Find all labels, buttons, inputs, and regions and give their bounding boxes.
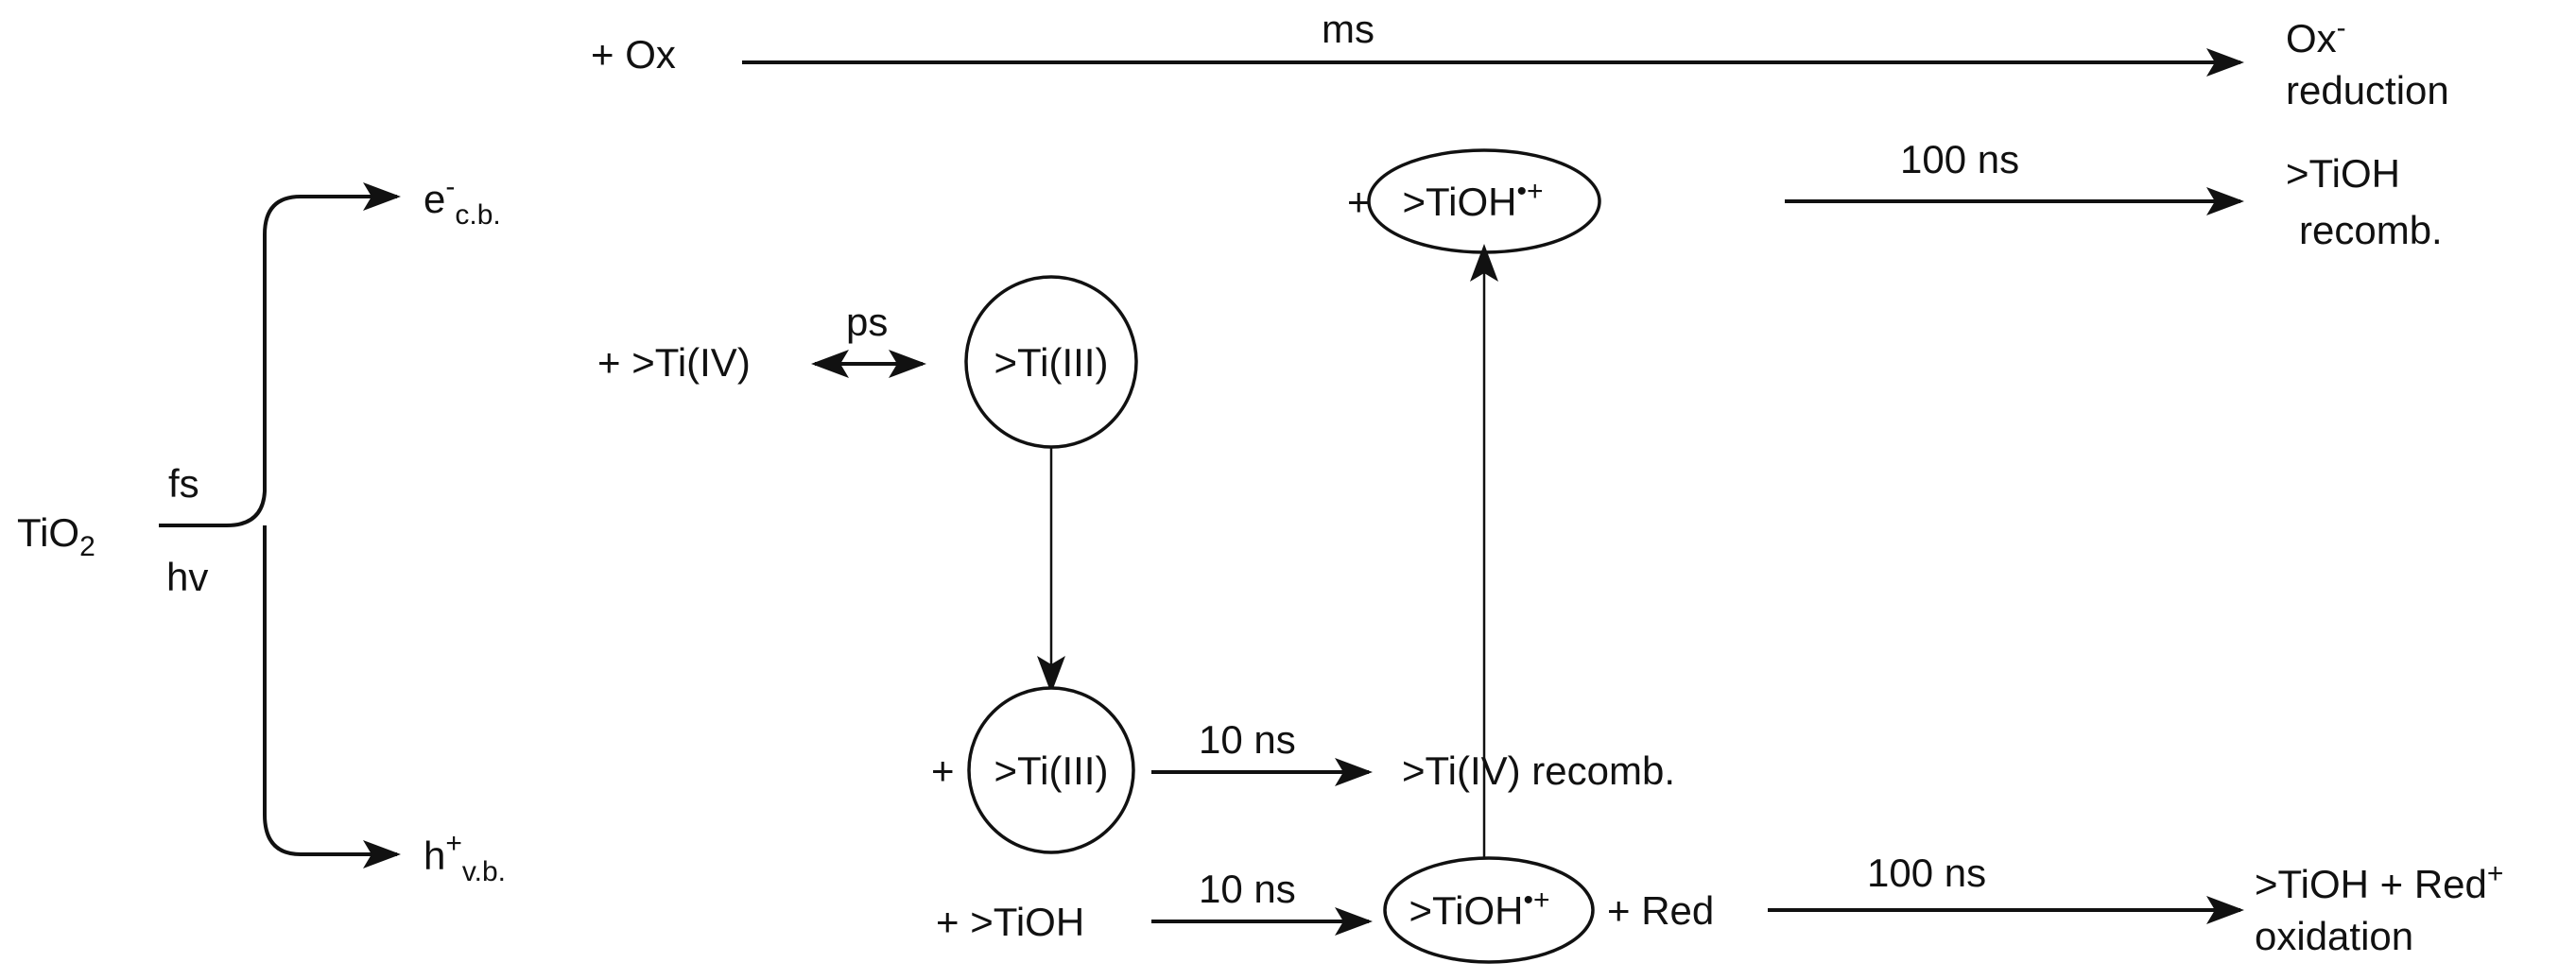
plus-1-label: + — [931, 748, 955, 793]
hv-label: hv — [166, 555, 208, 599]
ps-label: ps — [846, 300, 888, 344]
ns100-top-label: 100 ns — [1900, 137, 2019, 181]
tio2-label: TiO2 — [17, 510, 95, 562]
oxidation-label: oxidation — [2255, 914, 2413, 958]
hole-vb-label: h+v.b. — [424, 828, 506, 887]
ox-minus-label: Ox- — [2286, 12, 2346, 60]
tioh-rad-bottom-ellipse — [1383, 856, 1595, 964]
ns10-bottom-label: 10 ns — [1199, 867, 1296, 911]
recomb-right-label: recomb. — [2299, 208, 2443, 252]
electron-cb-label: e-c.b. — [424, 171, 501, 231]
tioh-right-label: >TiOH — [2286, 151, 2400, 196]
tioh-rad-bottom-label: >TiOH•+ — [1409, 885, 1550, 933]
tioh-red-label: >TiOH + Red+ — [2255, 858, 2503, 906]
tiiii-bottom-label: >Ti(III) — [994, 748, 1109, 793]
ns10-mid-label: 10 ns — [1199, 717, 1296, 762]
plus-tioh-label: + >TiOH — [936, 900, 1084, 944]
tiiii-bottom-circle — [967, 686, 1135, 854]
fs-label: fs — [168, 461, 199, 506]
tiiv-recomb-label: >Ti(IV) recomb. — [1402, 748, 1675, 793]
ms-label: ms — [1322, 7, 1374, 51]
plus-red-label: + Red — [1607, 888, 1714, 933]
tiiii-top-label: >Ti(III) — [994, 340, 1109, 385]
plus-ox-label: + Ox — [591, 32, 676, 77]
ns100-bottom-label: 100 ns — [1867, 851, 1986, 895]
split-brace — [159, 195, 392, 856]
plus-2-label: + — [1347, 180, 1371, 224]
reduction-label: reduction — [2286, 68, 2449, 112]
plus-tiiv-label: + >Ti(IV) — [597, 340, 751, 385]
tioh-rad-top-label: >TiOH•+ — [1403, 176, 1544, 224]
